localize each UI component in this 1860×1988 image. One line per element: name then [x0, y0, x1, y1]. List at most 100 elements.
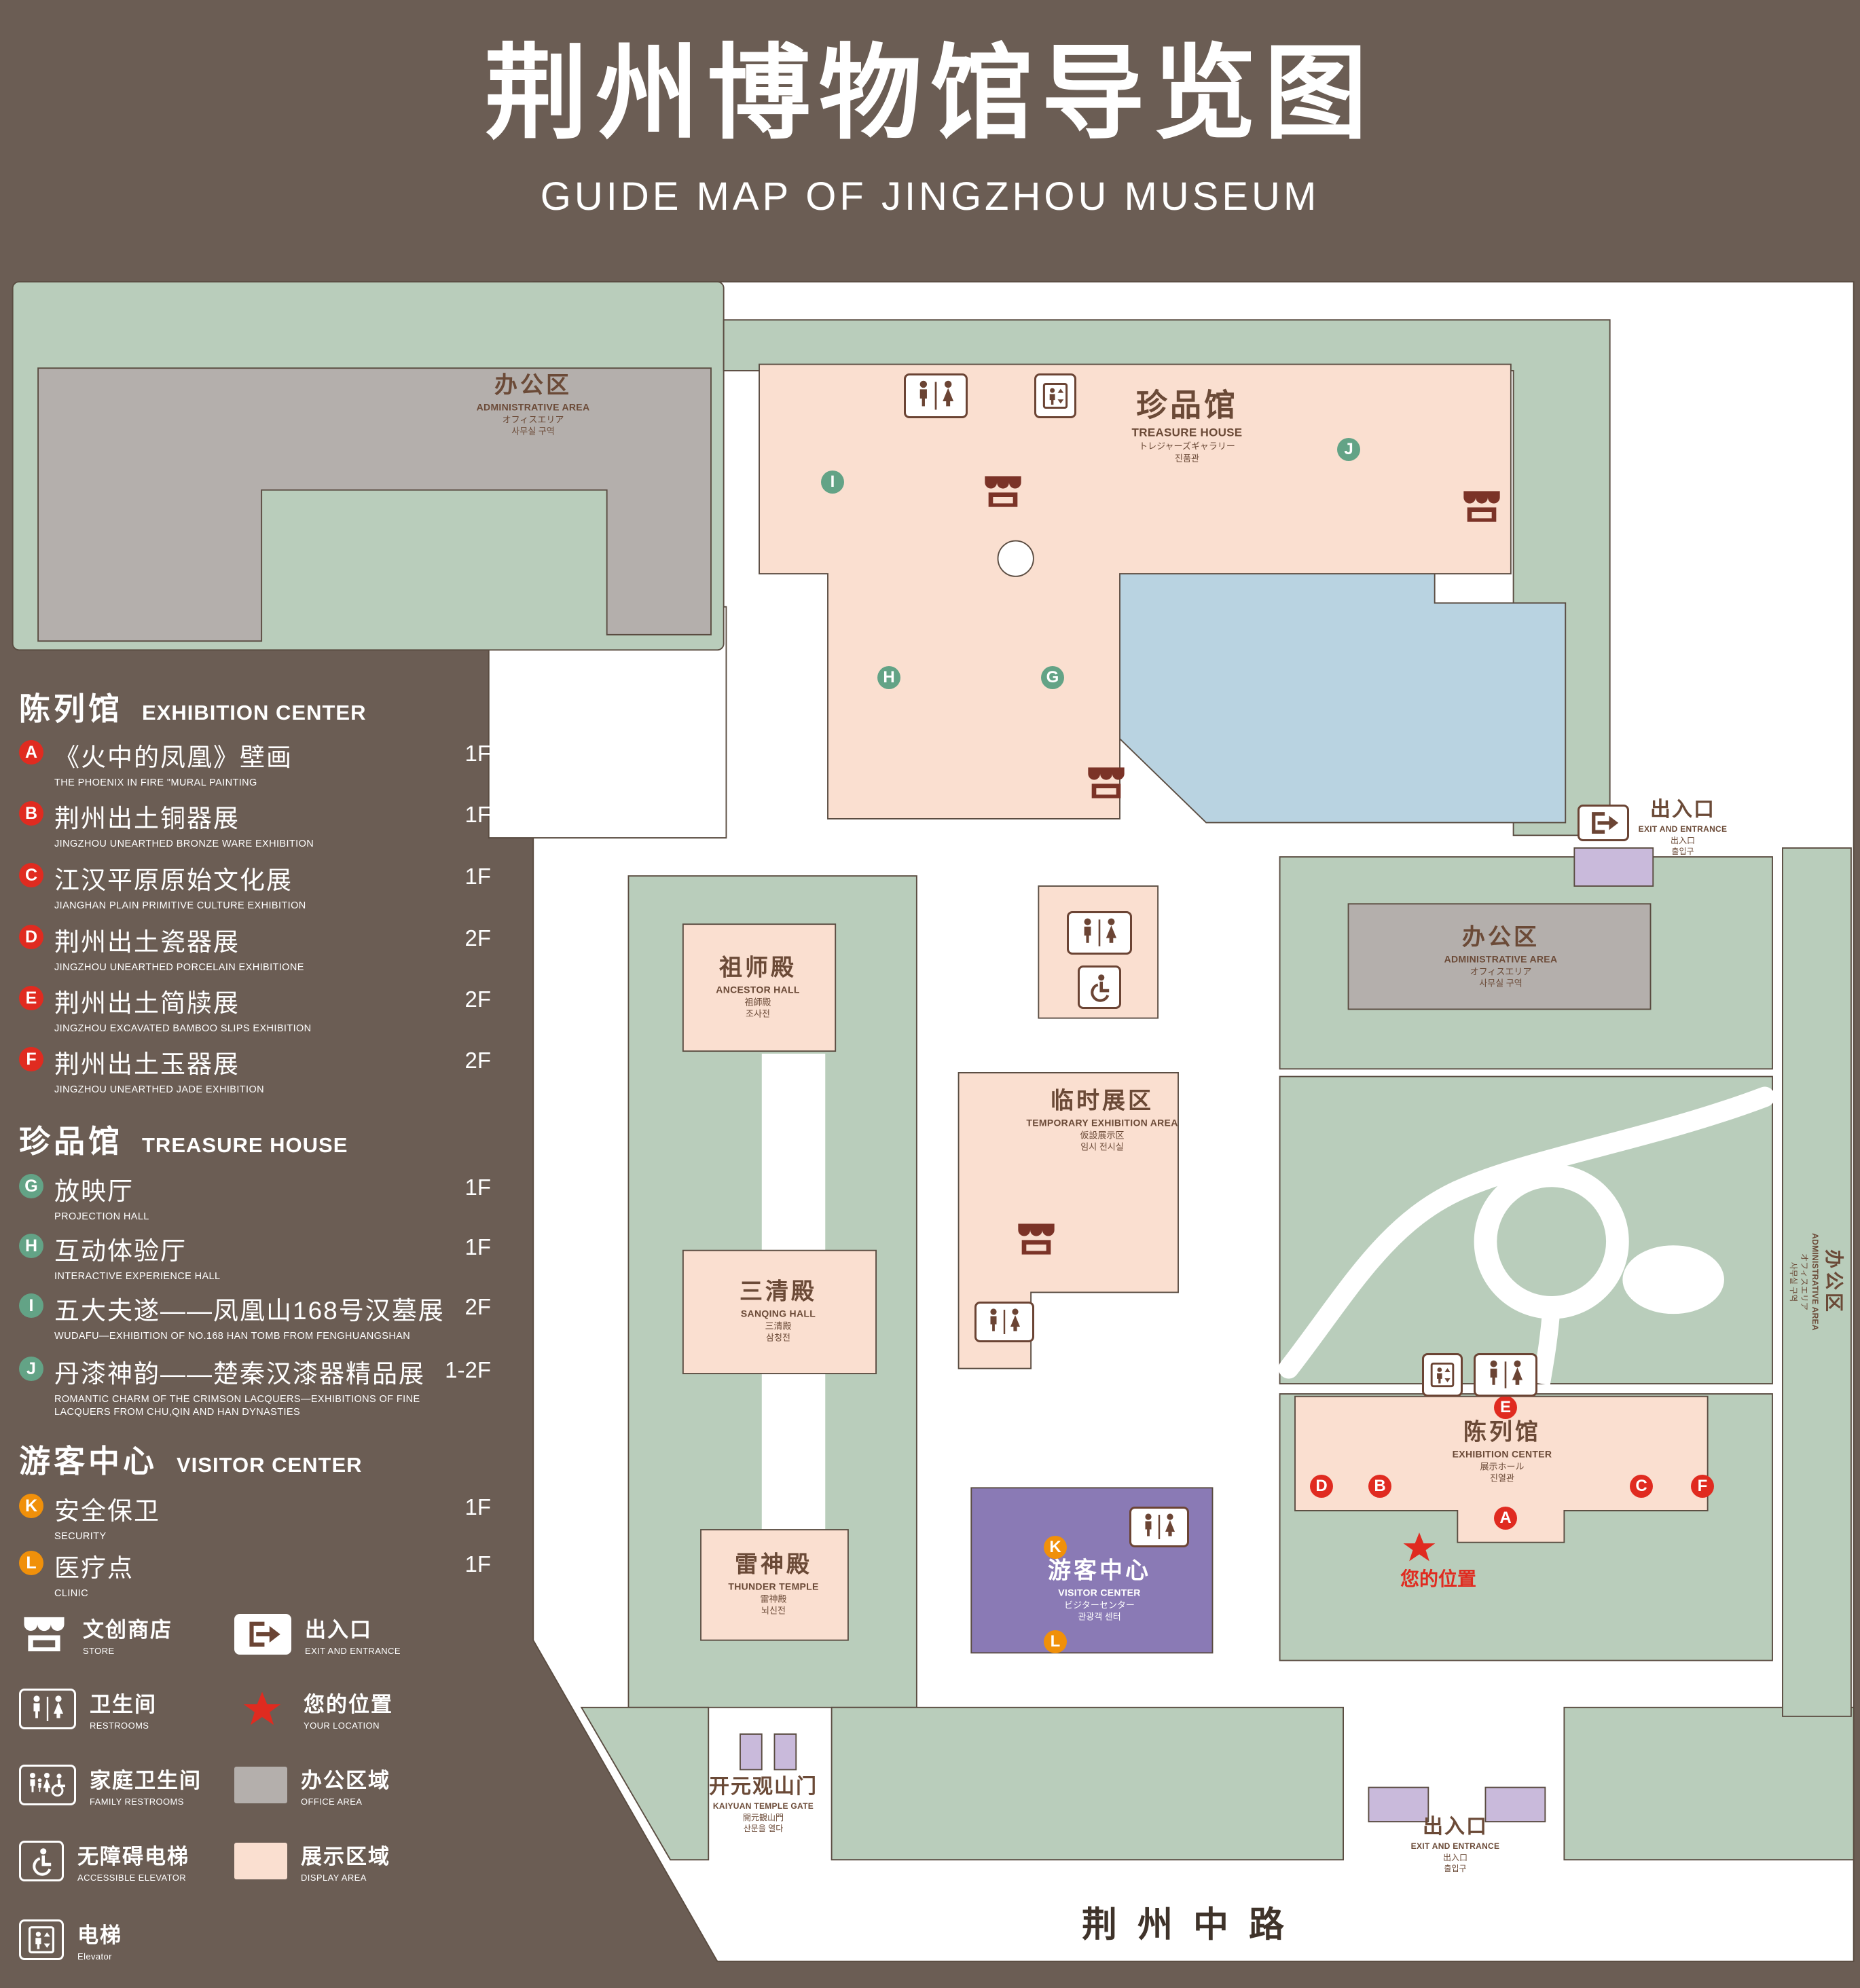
- label-jp: 仮設展示区: [1080, 1129, 1125, 1140]
- legend-item-floor: 1F: [464, 864, 491, 889]
- label-road: 荆州中路: [1082, 1904, 1305, 1946]
- label-your-location: 您的位置: [1400, 1568, 1477, 1589]
- elevator-icon: [1034, 373, 1076, 418]
- accessible-restroom-icon: [1078, 965, 1121, 1009]
- legend-item-zh: 安全保卫: [54, 1497, 160, 1525]
- legend-heading-zh: 珍品馆: [19, 1124, 123, 1159]
- label-zh: 出入口: [1422, 1816, 1488, 1839]
- label-zh: 祖师殿: [718, 955, 797, 981]
- garden-path: [1278, 1180, 1468, 1379]
- map-marker-h: H: [877, 666, 900, 689]
- marker-badge-h: H: [19, 1234, 43, 1258]
- legend-symbol-zh: 家庭卫生间: [90, 1769, 202, 1792]
- marker-badge-k: K: [19, 1494, 43, 1518]
- label-en: EXIT AND ENTRANCE: [1410, 1841, 1500, 1852]
- label-exit-bottom: 出入口 EXIT AND ENTRANCE 出入口 출입구: [1411, 1815, 1500, 1873]
- label-kr: 조사전: [746, 1008, 770, 1019]
- legend-item-en: PROJECTION HALL: [54, 1211, 149, 1222]
- label-en: VISITOR CENTER: [1058, 1587, 1141, 1598]
- legend-item-en: INTERACTIVE EXPERIENCE HALL: [54, 1271, 221, 1282]
- legend-item-zh: 江汉平原原始文化展: [54, 866, 293, 894]
- south-exit-booth: [1484, 1786, 1546, 1822]
- display-area-swatch: [234, 1843, 287, 1879]
- label-zh: 游客中心: [1048, 1558, 1151, 1584]
- label-jp: オフィスエリア: [1470, 965, 1532, 976]
- label-kr: 진열관: [1490, 1473, 1514, 1484]
- legend-symbol-en: YOUR LOCATION: [304, 1720, 380, 1731]
- legend-heading-exhibition: 陈列馆 EXHIBITION CENTER: [19, 684, 366, 729]
- label-admin-area-top: 办公区 ADMINISTRATIVE AREA オフィスエリア 사무실 구역: [477, 371, 590, 436]
- map-marker-i: I: [821, 471, 844, 494]
- legend-item-zh: 荆州出土铜器展: [54, 805, 240, 832]
- gate-booth: [773, 1733, 797, 1771]
- label-zh: 办公区: [1823, 1249, 1844, 1315]
- marker-badge-l: L: [19, 1551, 43, 1575]
- legend-heading-en: EXHIBITION CENTER: [142, 701, 367, 724]
- restroom-icon: [1129, 1507, 1189, 1547]
- legend-item-zh: 医疗点: [54, 1554, 134, 1582]
- legend-symbol-zh: 展示区域: [301, 1845, 390, 1869]
- exit-icon: [234, 1614, 291, 1655]
- legend-item-en: WUDAFU—EXHIBITION OF NO.168 HAN TOMB FRO…: [54, 1331, 411, 1342]
- legend-item-floor: 1F: [464, 1494, 491, 1520]
- legend-symbol-en: Elevator: [77, 1951, 112, 1962]
- legend-symbol-zh: 无障碍电梯: [77, 1845, 189, 1869]
- legend-symbol-en: EXIT AND ENTRANCE: [305, 1646, 401, 1656]
- legend-heading-zh: 游客中心: [19, 1443, 158, 1479]
- legend-item-floor: 2F: [464, 925, 491, 951]
- sanqing-hall-building: [682, 1249, 877, 1374]
- store-icon: [19, 1613, 69, 1655]
- lake-pavilion: [997, 540, 1034, 577]
- label-kr: 진품관: [1175, 453, 1199, 464]
- label-ancestor-hall: 祖师殿 ANCESTOR HALL 祖師殿 조사전: [716, 954, 799, 1018]
- accessible-elevator-icon: [19, 1841, 64, 1881]
- legend-heading-zh: 陈列馆: [19, 691, 123, 726]
- admin-building-northwest: [37, 367, 712, 642]
- label-zh: 陈列馆: [1463, 1419, 1541, 1446]
- label-zh: 办公区: [1461, 924, 1539, 951]
- label-treasure-house: 珍品馆 TREASURE HOUSE トレジャーズギャラリー 진품관: [1132, 387, 1243, 464]
- legend-symbol-zh: 您的位置: [304, 1693, 393, 1716]
- south-lawn-west: [580, 1706, 710, 1861]
- legend-item-floor: 1F: [464, 802, 491, 827]
- map-marker-j: J: [1337, 438, 1360, 461]
- label-kr: 산문을 열다: [743, 1823, 784, 1833]
- legend-item-floor: 2F: [464, 1294, 491, 1319]
- legend-item-floor: 2F: [464, 1048, 491, 1073]
- legend-item-en: THE PHOENIX IN FIRE "MURAL PAINTING: [54, 777, 257, 788]
- map-marker-b: B: [1368, 1475, 1391, 1498]
- legend-item-en: SECURITY: [54, 1531, 107, 1542]
- legend-item-en: JINGZHOU UNEARTHED PORCELAIN EXHIBITIONE: [54, 962, 304, 973]
- exhibition-center-building: [1294, 1395, 1709, 1543]
- label-kr: 출입구: [1444, 1863, 1467, 1873]
- legend-symbol-en: OFFICE AREA: [301, 1797, 363, 1807]
- label-zh: 珍品馆: [1135, 387, 1238, 423]
- label-exit-top-right: 出入口 EXIT AND ENTRANCE 出入口 출입구: [1639, 798, 1728, 856]
- label-zh: 三清殿: [740, 1278, 817, 1305]
- legend-item-floor: 1F: [464, 1175, 491, 1200]
- label-kr: 관광객 센터: [1078, 1611, 1121, 1622]
- map-marker-g: G: [1041, 666, 1064, 689]
- map-marker-c: C: [1630, 1475, 1653, 1498]
- marker-badge-e: E: [19, 986, 43, 1010]
- label-jp: 出入口: [1670, 835, 1696, 845]
- legend-item-zh: 《火中的凤凰》壁画: [54, 743, 293, 771]
- label-zh: 雷神殿: [735, 1551, 812, 1578]
- garden-path: [1532, 1306, 1561, 1386]
- garden-pond: [1622, 1245, 1724, 1314]
- header: 荆州博物馆导览图 GUIDE MAP OF JINGZHOU MUSEUM: [0, 0, 1860, 219]
- restroom-icon: [904, 373, 968, 418]
